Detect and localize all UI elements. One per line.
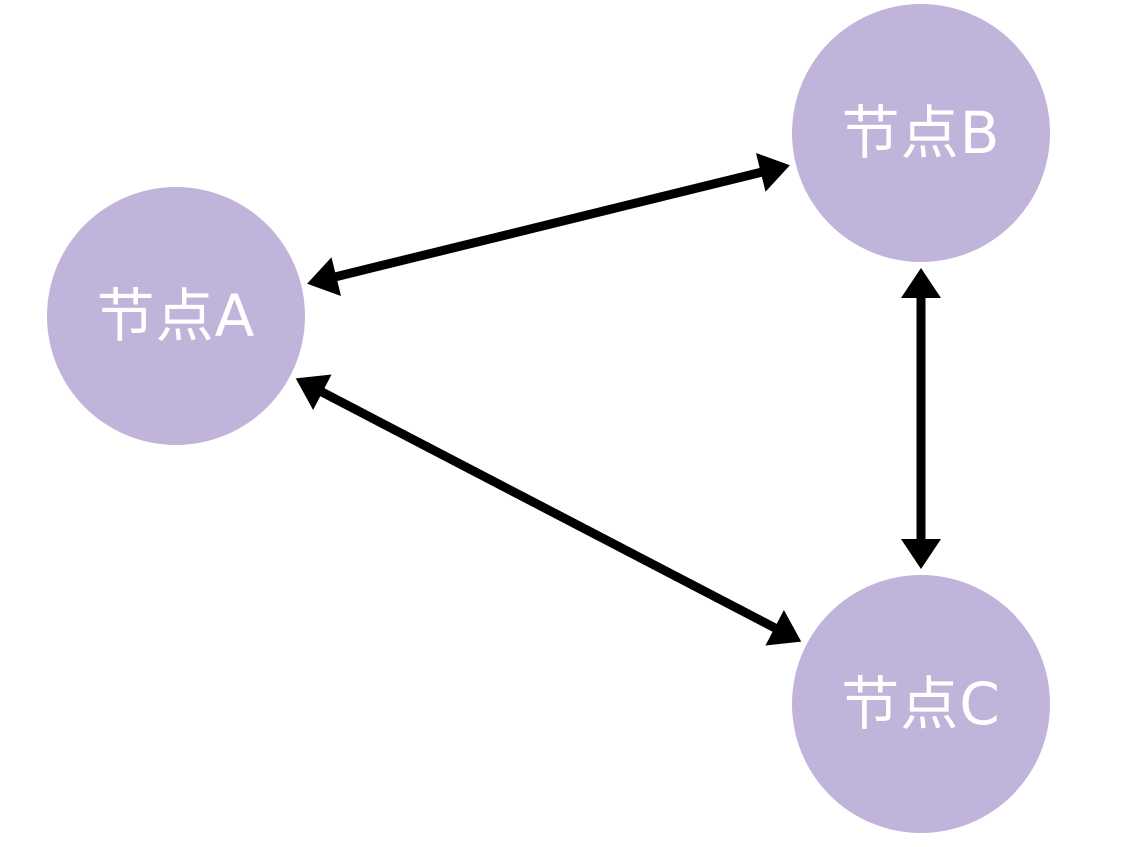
node-C-label: 节点C [841, 670, 1001, 738]
node-A-circle [47, 187, 305, 445]
edge-B-C-arrow [901, 268, 941, 569]
arrowhead-toward-C-icon [901, 539, 941, 569]
edge-A-B-shaft [333, 167, 764, 282]
edge-A-C-shaft [318, 387, 779, 633]
arrowhead-toward-B-icon [755, 152, 790, 192]
arrowhead-toward-C-icon [765, 610, 802, 646]
node-C-circle [792, 575, 1050, 833]
node-B-label: 节点B [842, 99, 1001, 167]
node-A-label: 节点A [97, 282, 256, 350]
arrowhead-toward-B-icon [901, 268, 941, 298]
edge-A-B-arrow [307, 152, 790, 297]
arrowhead-toward-A-icon [307, 257, 342, 297]
edge-A-C-arrow [295, 374, 802, 646]
node-B-circle [792, 4, 1050, 262]
arrowhead-toward-A-icon [295, 374, 332, 410]
